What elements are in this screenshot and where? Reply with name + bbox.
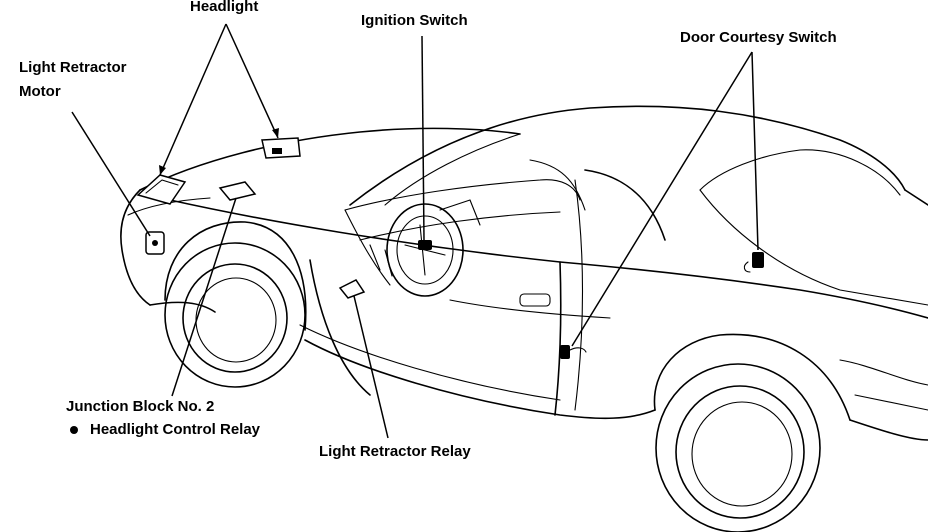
label-headlight-control-relay-text: Headlight Control Relay [90, 421, 261, 438]
ignition-switch-icon [418, 240, 432, 250]
bullet-icon [70, 425, 78, 434]
door-courtesy-switch-rear-icon [743, 252, 764, 273]
label-light-retractor-motor-line2: Motor [19, 83, 61, 100]
junction-block-icon [218, 181, 257, 201]
label-headlight: Headlight [190, 0, 259, 15]
label-junction-block: Junction Block No. 2 [66, 398, 215, 415]
label-headlight-control-relay: Headlight Control Relay [68, 420, 260, 440]
light-retractor-relay-icon [338, 279, 366, 299]
leader-lines [71, 23, 759, 439]
label-door-courtesy-switch: Door Courtesy Switch [680, 29, 837, 46]
steering-wheel [386, 203, 464, 297]
front-wheel [164, 242, 306, 388]
interior [344, 179, 611, 319]
car-body [120, 105, 928, 441]
label-light-retractor-relay: Light Retractor Relay [319, 443, 471, 460]
rear-wheel [655, 363, 821, 532]
label-ignition-switch: Ignition Switch [361, 12, 468, 29]
headlight-left-icon [136, 174, 187, 205]
door-courtesy-switch-front-icon [560, 345, 587, 359]
label-light-retractor-motor-line1: Light Retractor [19, 59, 127, 76]
light-retractor-motor-icon [145, 231, 165, 255]
headlight-right-icon [261, 137, 301, 159]
